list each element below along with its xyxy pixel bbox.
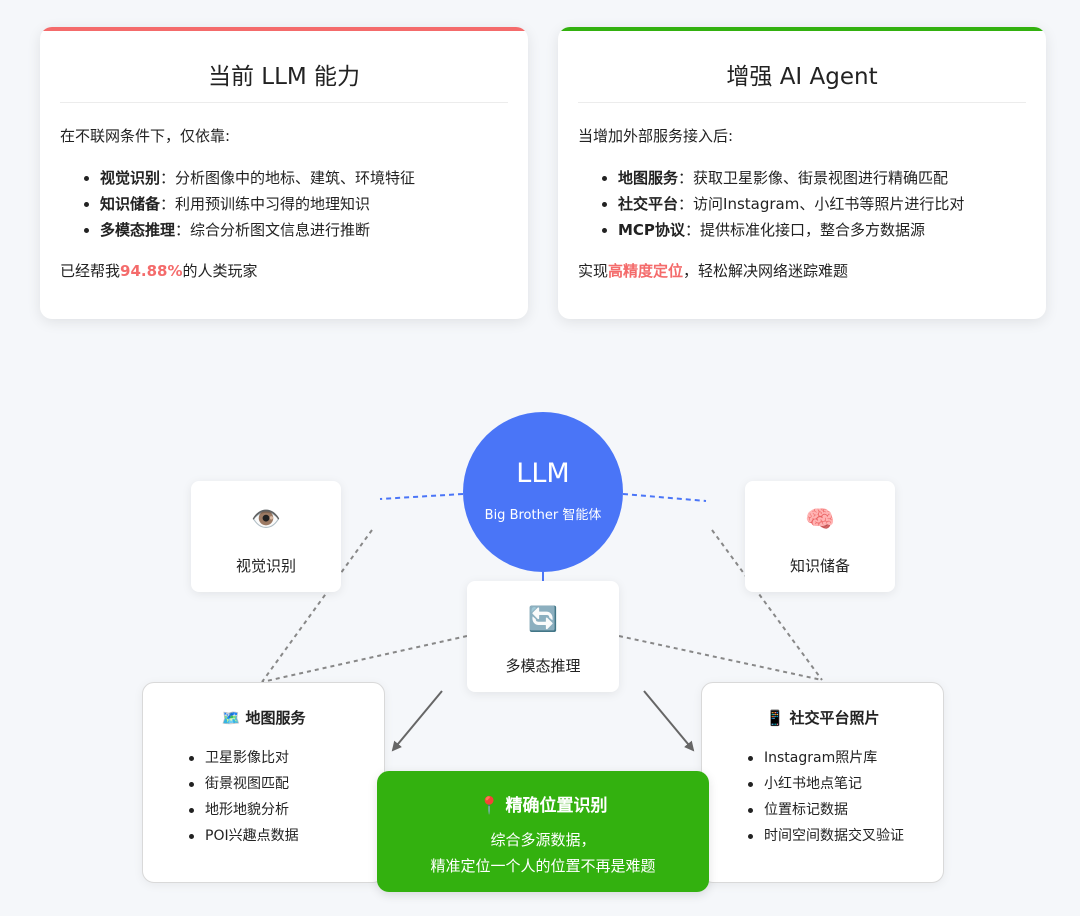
arrow-to-social	[643, 690, 695, 752]
enhanced-agent-card: 增强 AI Agent 当增加外部服务接入后: 地图服务：获取卫星影像、街景视图…	[558, 27, 1046, 319]
list-item: 视觉识别：分析图像中的地标、建筑、环境特征	[84, 165, 415, 191]
service-items: 卫星影像比对 街景视图匹配 地形地貌分析 POI兴趣点数据	[189, 745, 299, 849]
cycle-arrows-icon: 🔄	[528, 605, 558, 633]
card-accent-bar	[558, 27, 1046, 31]
llm-title: LLM	[516, 458, 570, 489]
list-item: 街景视图匹配	[189, 771, 299, 797]
knowledge-to-social-line	[711, 529, 823, 681]
list-item: 多模态推理：综合分析图文信息进行推断	[84, 217, 415, 243]
llm-to-vision-line	[379, 493, 464, 500]
service-title: 🗺️ 地图服务	[221, 709, 306, 727]
list-item: 知识储备：利用预训练中习得的地理知识	[84, 191, 415, 217]
card-intro: 在不联网条件下，仅依靠:	[60, 127, 231, 145]
eye-icon: 👁️	[251, 505, 281, 533]
llm-to-knowledge-line	[622, 493, 707, 502]
arrow-to-map	[391, 690, 443, 752]
list-item: 位置标记数据	[748, 797, 904, 823]
list-item: 社交平台：访问Instagram、小红书等照片进行比对	[602, 191, 964, 217]
card-summary: 实现高精度定位，轻松解决网络迷踪难题	[578, 262, 849, 280]
node-label: 知识储备	[789, 557, 850, 575]
result-line-2: 精准定位一个人的位置不再是难题	[430, 857, 656, 875]
brain-icon: 🧠	[805, 505, 835, 533]
card-title: 当前 LLM 能力	[60, 57, 508, 103]
list-item: POI兴趣点数据	[189, 823, 299, 849]
result-box: 📍 精确位置识别 综合多源数据， 精准定位一个人的位置不再是难题	[377, 771, 709, 892]
list-item: 小红书地点笔记	[748, 771, 904, 797]
highlight-text: 高精度定位	[608, 262, 684, 280]
map-service-box: 🗺️ 地图服务 卫星影像比对 街景视图匹配 地形地貌分析 POI兴趣点数据	[142, 682, 385, 883]
reasoning-to-social-line	[618, 635, 823, 681]
map-icon: 🗺️	[221, 709, 241, 727]
result-title: 📍 精确位置识别	[478, 796, 608, 816]
list-item: MCP协议：提供标准化接口，整合多方数据源	[602, 217, 964, 243]
list-item: Instagram照片库	[748, 745, 904, 771]
service-title: 📱 社交平台照片	[765, 709, 880, 727]
reasoning-to-map-line	[261, 635, 468, 683]
knowledge-node: 🧠 知识储备	[745, 481, 895, 592]
llm-capability-card: 当前 LLM 能力 在不联网条件下，仅依靠: 视觉识别：分析图像中的地标、建筑、…	[40, 27, 528, 319]
list-item: 地形地貌分析	[189, 797, 299, 823]
highlight-percentage: 94.88%	[120, 262, 183, 280]
social-service-box: 📱 社交平台照片 Instagram照片库 小红书地点笔记 位置标记数据 时间空…	[701, 682, 944, 883]
result-line-1: 综合多源数据，	[490, 831, 596, 849]
llm-subtitle: Big Brother 智能体	[484, 508, 602, 523]
list-item: 地图服务：获取卫星影像、街景视图进行精确匹配	[602, 165, 964, 191]
vision-node: 👁️ 视觉识别	[191, 481, 341, 592]
card-intro: 当增加外部服务接入后:	[578, 127, 734, 145]
service-list: 地图服务：获取卫星影像、街景视图进行精确匹配 社交平台：访问Instagram、…	[602, 165, 964, 243]
card-title: 增强 AI Agent	[578, 57, 1026, 103]
llm-center-node: LLM Big Brother 智能体	[463, 412, 623, 572]
card-summary: 已经帮我94.88%的人类玩家	[60, 262, 258, 280]
card-accent-bar	[40, 27, 528, 31]
pin-icon: 📍	[478, 796, 500, 816]
list-item: 时间空间数据交叉验证	[748, 823, 904, 849]
reasoning-node: 🔄 多模态推理	[467, 581, 619, 692]
node-label: 视觉识别	[235, 557, 296, 575]
service-items: Instagram照片库 小红书地点笔记 位置标记数据 时间空间数据交叉验证	[748, 745, 904, 849]
phone-icon: 📱	[765, 709, 785, 727]
list-item: 卫星影像比对	[189, 745, 299, 771]
node-label: 多模态推理	[505, 657, 581, 675]
capability-list: 视觉识别：分析图像中的地标、建筑、环境特征 知识储备：利用预训练中习得的地理知识…	[84, 165, 415, 243]
